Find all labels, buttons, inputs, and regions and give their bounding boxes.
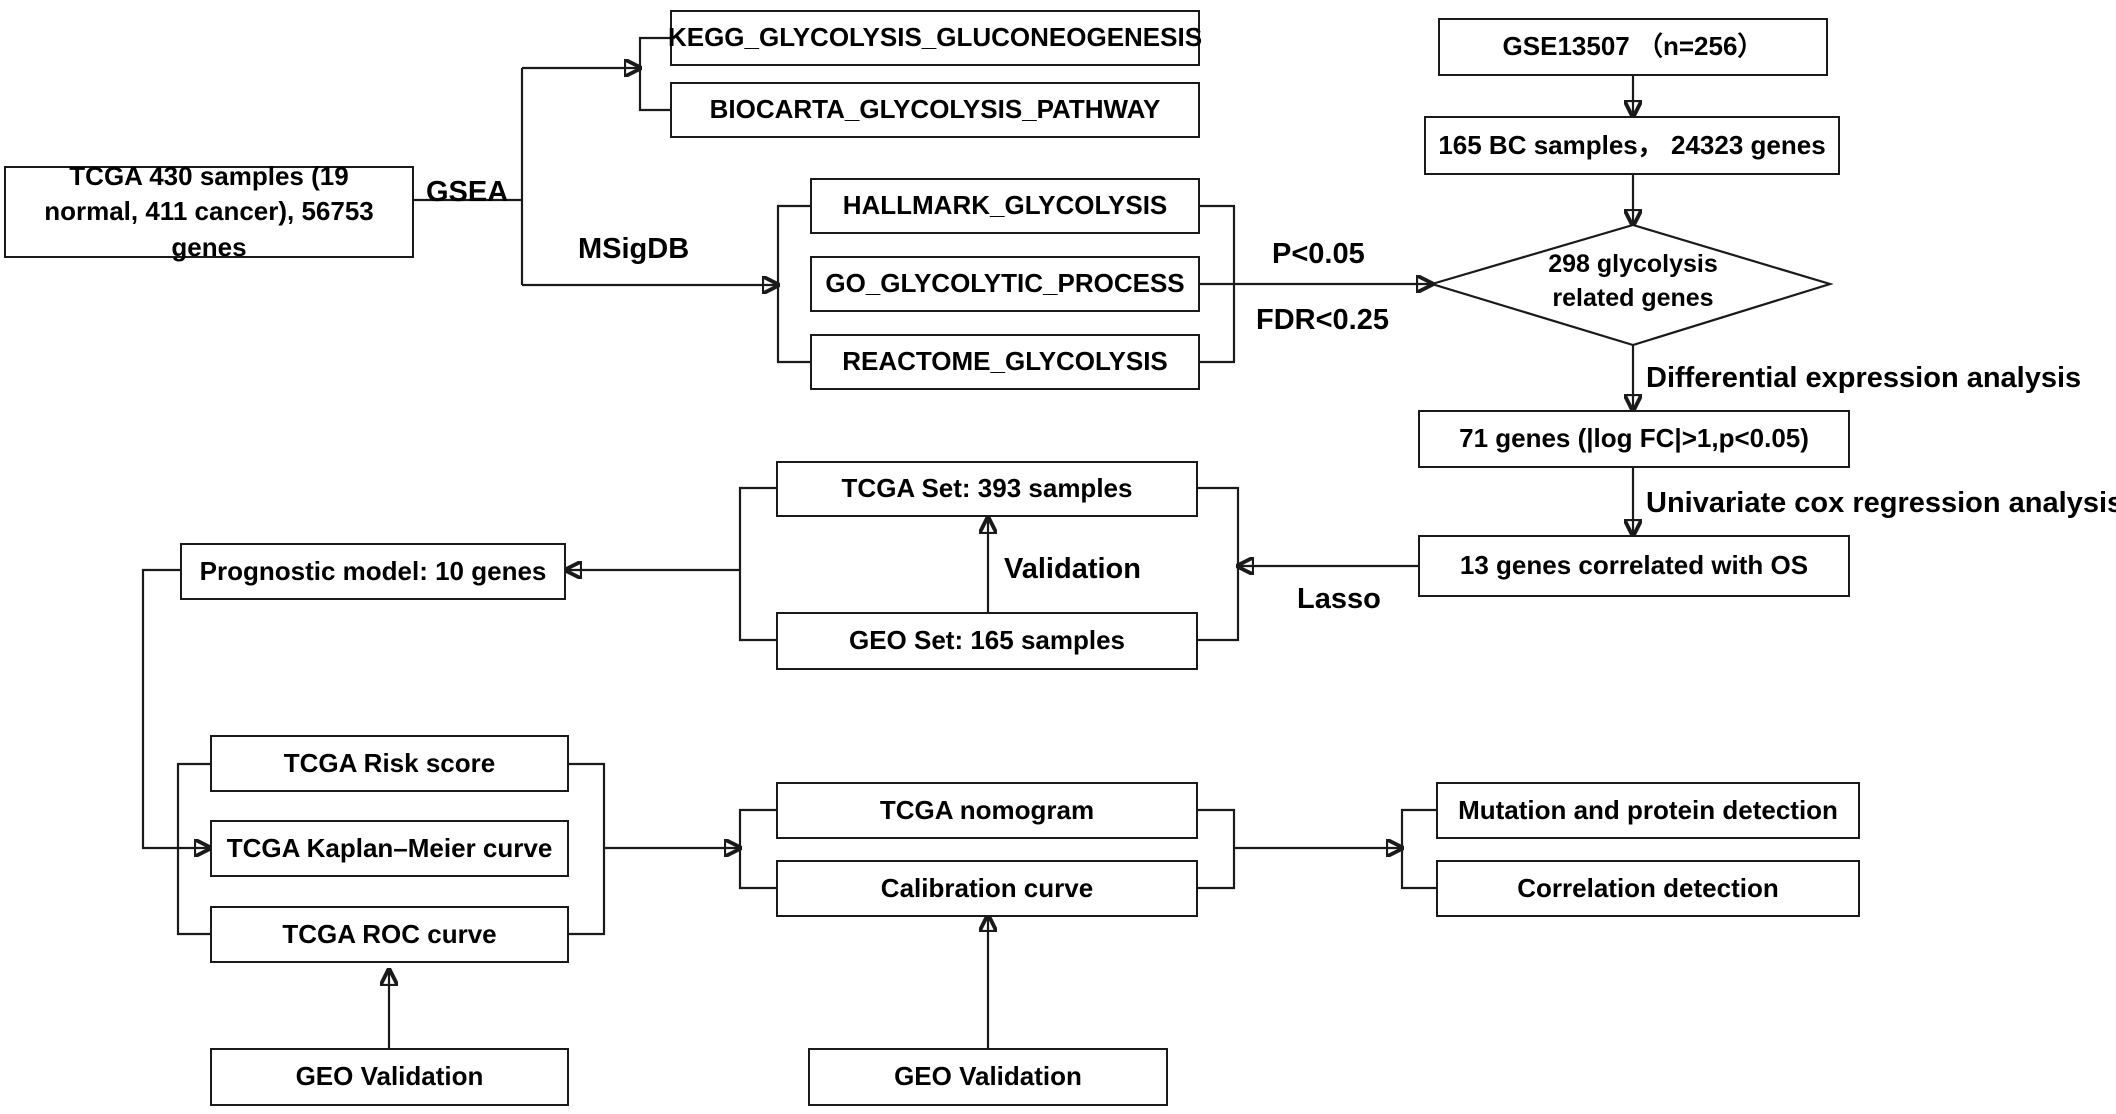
reactome-label: REACTOME_GLYCOLYSIS	[842, 346, 1168, 377]
validation-label: Validation	[1004, 553, 1141, 585]
fdr-label: FDR<0.25	[1256, 304, 1389, 336]
roc-box: TCGA ROC curve	[210, 906, 569, 963]
bracket-msigdb-left	[776, 204, 810, 364]
bracket-sets-left	[738, 486, 776, 642]
geo-validation-left-label: GEO Validation	[295, 1061, 484, 1092]
genes71-box: 71 genes (|log FC|>1,p<0.05)	[1418, 410, 1850, 468]
tcga-input-box: TCGA 430 samples (19 normal, 411 cancer)…	[4, 161, 414, 262]
geo-set-box: GEO Set: 165 samples	[776, 612, 1198, 670]
reactome-box: REACTOME_GLYCOLYSIS	[810, 334, 1200, 390]
calibration-label: Calibration curve	[880, 872, 1094, 903]
genes71-label: 71 genes (|log FC|>1,p<0.05)	[1459, 423, 1809, 454]
gse-label: GSE13507 （n=256）	[1502, 31, 1764, 62]
kaplan-label: TCGA Kaplan–Meier curve	[226, 832, 553, 863]
tcga-set-label: TCGA Set: 393 samples	[841, 473, 1133, 504]
bracket-left-group-right	[569, 762, 606, 936]
hallmark-label: HALLMARK_GLYCOLYSIS	[842, 190, 1168, 221]
nomogram-box: TCGA nomogram	[776, 782, 1198, 839]
bracket-left-group-left	[176, 762, 210, 936]
msigdb-label: MSigDB	[578, 233, 690, 265]
mutation-label: Mutation and protein detection	[1458, 794, 1838, 825]
glycolysis-diamond-label: 298 glycolysis related genes	[1548, 250, 1718, 312]
bracket-middle-left	[738, 808, 776, 890]
risk-score-label: TCGA Risk score	[283, 747, 496, 778]
prognostic-label: Prognostic model: 10 genes	[199, 555, 547, 586]
roc-label: TCGA ROC curve	[282, 918, 497, 949]
correlation-box: Correlation detection	[1436, 860, 1860, 917]
go-label: GO_GLYCOLYTIC_PROCESS	[825, 268, 1185, 299]
calibration-box: Calibration curve	[776, 860, 1198, 917]
univariate-label: Univariate cox regression analysis	[1646, 487, 2116, 519]
bracket-right-group	[1400, 808, 1436, 890]
genes13-box: 13 genes correlated with OS	[1418, 535, 1850, 597]
mutation-box: Mutation and protein detection	[1436, 782, 1860, 839]
gse-box: GSE13507 （n=256）	[1438, 18, 1828, 76]
nomogram-label: TCGA nomogram	[879, 794, 1095, 825]
geo-validation-mid-label: GEO Validation	[894, 1061, 1082, 1092]
lasso-label: Lasso	[1297, 583, 1381, 615]
genes13-label: 13 genes correlated with OS	[1459, 550, 1809, 581]
connector-prognostic-to-km	[141, 568, 210, 848]
bc-samples-label: 165 BC samples， 24323 genes	[1438, 129, 1826, 160]
correlation-label: Correlation detection	[1517, 872, 1779, 903]
kegg-label: KEGG_GLYCOLYSIS_GLUCONEOGENESIS	[667, 22, 1203, 53]
go-box: GO_GLYCOLYTIC_PROCESS	[810, 256, 1200, 312]
bracket-middle-right	[1198, 808, 1236, 890]
biocarta-box: BIOCARTA_GLYCOLYSIS_PATHWAY	[670, 82, 1200, 138]
hallmark-box: HALLMARK_GLYCOLYSIS	[810, 178, 1200, 234]
prognostic-box: Prognostic model: 10 genes	[180, 543, 566, 600]
risk-score-box: TCGA Risk score	[210, 735, 569, 792]
glycolysis-diamond-shape	[1428, 223, 1834, 347]
p-value-label: P<0.05	[1272, 238, 1365, 270]
geo-set-label: GEO Set: 165 samples	[848, 625, 1126, 656]
geo-validation-left-box: GEO Validation	[210, 1048, 569, 1106]
kegg-box: KEGG_GLYCOLYSIS_GLUCONEOGENESIS	[667, 10, 1203, 66]
tcga-input-label: TCGA 430 samples (19 normal, 411 cancer)…	[44, 161, 374, 262]
biocarta-label: BIOCARTA_GLYCOLYSIS_PATHWAY	[709, 94, 1161, 125]
bracket-sets-right	[1198, 486, 1240, 642]
bracket-kegg-biocarta	[638, 36, 670, 112]
tcga-set-box: TCGA Set: 393 samples	[776, 461, 1198, 517]
geo-validation-mid-box: GEO Validation	[808, 1048, 1168, 1106]
diff-expr-label: Differential expression analysis	[1646, 362, 2082, 394]
gsea-label: GSEA	[426, 176, 509, 208]
bc-samples-box: 165 BC samples， 24323 genes	[1424, 116, 1840, 175]
kaplan-box: TCGA Kaplan–Meier curve	[210, 820, 569, 877]
